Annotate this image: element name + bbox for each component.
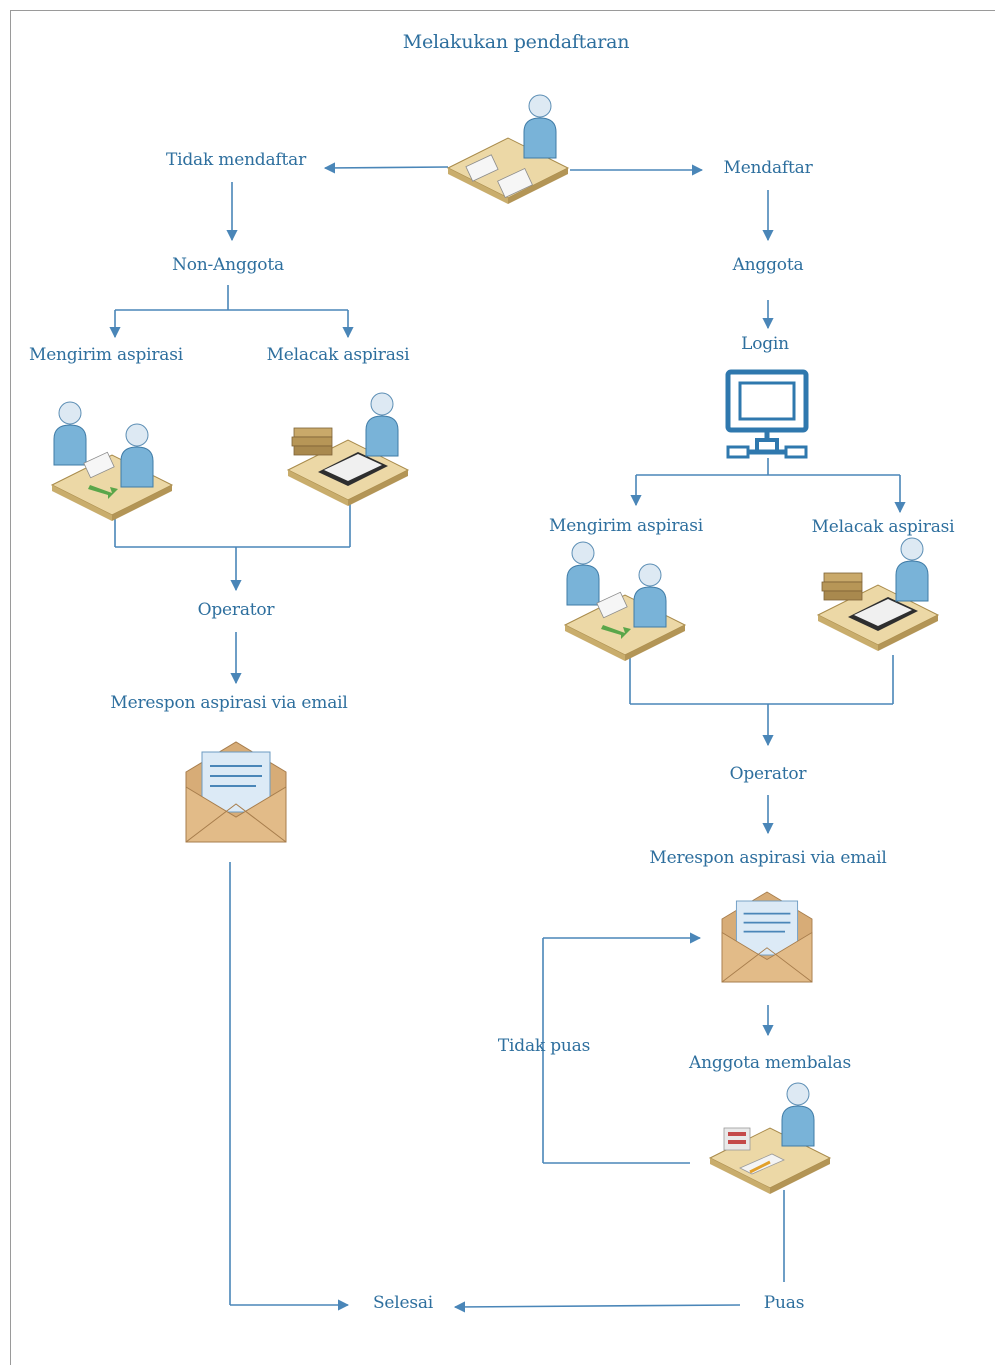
label-right-track-aspiration: Melacak aspirasi <box>811 517 955 537</box>
envelope-icon <box>721 891 813 983</box>
label-satisfied: Puas <box>763 1293 805 1313</box>
label-not-satisfied: Tidak puas <box>497 1036 591 1056</box>
label-right-email-response: Merespon aspirasi via email <box>649 848 887 868</box>
computer-monitor-icon <box>725 369 809 459</box>
label-finish: Selesai <box>372 1293 434 1313</box>
label-member-replies: Anggota membalas <box>688 1053 852 1073</box>
diagram-frame <box>10 10 995 1365</box>
person-at-desk-icon <box>447 94 569 205</box>
person-writing-reply-icon <box>709 1082 831 1195</box>
label-left-track-aspiration: Melacak aspirasi <box>266 345 410 365</box>
label-right-send-aspiration: Mengirim aspirasi <box>548 516 704 536</box>
diagram-title: Melakukan pendaftaran <box>402 31 630 53</box>
person-with-books-icon <box>817 537 939 652</box>
label-left-operator: Operator <box>197 600 275 620</box>
two-people-exchange-icon <box>564 541 686 662</box>
label-right-operator: Operator <box>729 764 807 784</box>
person-with-books-icon <box>287 392 409 507</box>
label-non-member: Non-Anggota <box>172 255 284 275</box>
envelope-icon <box>185 741 287 843</box>
label-member: Anggota <box>732 255 804 275</box>
two-people-exchange-icon <box>51 401 173 522</box>
label-not-register: Tidak mendaftar <box>165 150 307 170</box>
connector-lines <box>109 162 906 1313</box>
label-login: Login <box>741 334 789 354</box>
label-left-send-aspiration: Mengirim aspirasi <box>28 345 184 365</box>
label-register: Mendaftar <box>723 158 813 178</box>
label-left-email-response: Merespon aspirasi via email <box>110 693 348 713</box>
